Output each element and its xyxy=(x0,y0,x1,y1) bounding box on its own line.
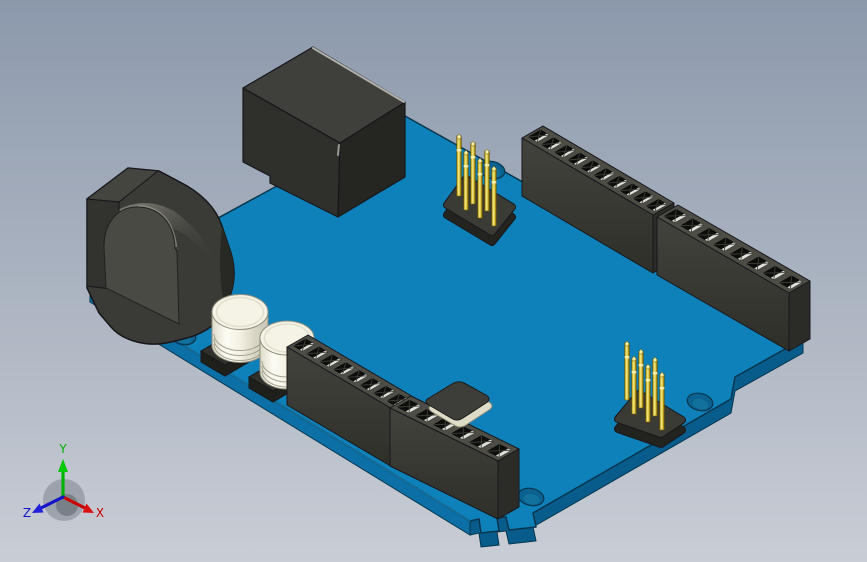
axis-x-arrowhead xyxy=(82,503,94,513)
gold-pin xyxy=(456,135,462,197)
capacitor-1[interactable] xyxy=(211,294,269,363)
axis-y-arrowhead xyxy=(58,459,68,472)
gold-pin xyxy=(477,159,483,219)
gold-pin xyxy=(631,357,637,415)
axis-triad[interactable]: Y X Z xyxy=(23,442,104,521)
gold-pin xyxy=(624,342,630,401)
icsp-header-bottom[interactable] xyxy=(614,340,686,448)
axis-z[interactable]: Z xyxy=(23,495,65,520)
dc-power-jack[interactable] xyxy=(85,167,235,345)
gold-pin xyxy=(652,358,658,417)
axis-x[interactable]: X xyxy=(61,495,104,520)
female-header-analog-6pin[interactable] xyxy=(389,395,520,520)
gold-pin xyxy=(463,151,469,211)
female-header-digital-10pin[interactable] xyxy=(521,125,675,274)
mounting-hole-right[interactable] xyxy=(685,391,714,413)
axis-z-label: Z xyxy=(23,506,31,520)
axis-y[interactable]: Y xyxy=(58,442,68,499)
female-header-digital-8pin[interactable] xyxy=(656,204,811,352)
gold-pin xyxy=(659,373,665,431)
smd-crystal[interactable] xyxy=(425,381,493,428)
axis-z-arrowhead xyxy=(32,503,44,513)
usb-connector[interactable] xyxy=(242,46,406,218)
gold-pin xyxy=(484,150,490,212)
gold-pin xyxy=(645,365,651,423)
mounting-hole-bottom[interactable] xyxy=(516,486,545,508)
axis-x-label: X xyxy=(96,506,104,520)
gold-pin xyxy=(470,142,476,205)
icsp-header-top[interactable] xyxy=(443,133,516,246)
axis-y-label: Y xyxy=(58,442,67,456)
gold-pin xyxy=(491,167,497,227)
gold-pin xyxy=(638,350,644,409)
